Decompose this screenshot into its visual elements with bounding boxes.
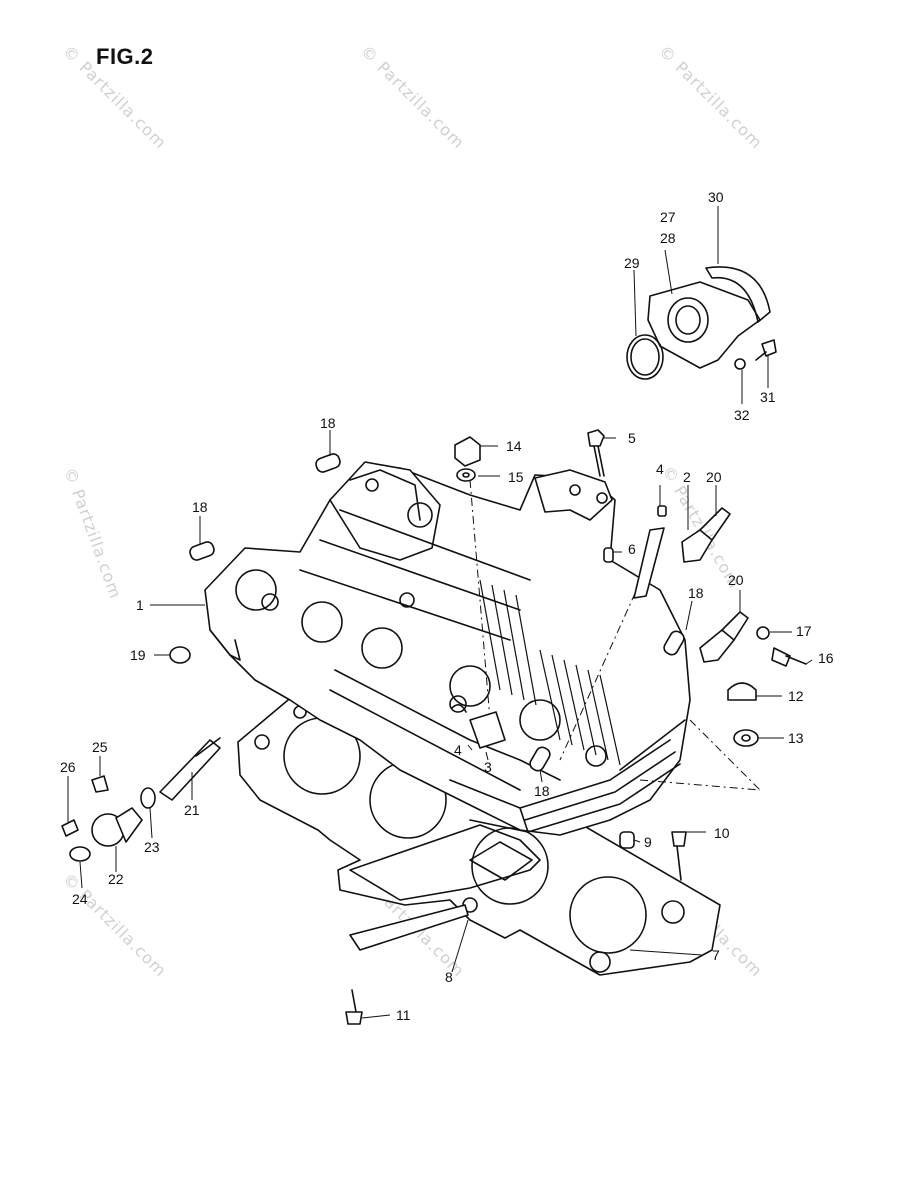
- callout-labels: 1 2 3 4 4 5 6 7 8 9 10 11 12 13 14 15 16…: [60, 189, 834, 1023]
- callout-8: 8: [445, 969, 453, 985]
- callout-26: 26: [60, 759, 76, 775]
- callout-1: 1: [136, 597, 144, 613]
- callout-18-left: 18: [192, 499, 208, 515]
- watermark: © Partzilla.com: [59, 41, 170, 152]
- callout-19: 19: [130, 647, 146, 663]
- callout-6: 6: [628, 541, 636, 557]
- callout-31: 31: [760, 389, 776, 405]
- callout-3: 3: [484, 759, 492, 775]
- watermark: © Partzilla.com: [655, 41, 766, 152]
- leader-lines: [67, 206, 813, 1019]
- cooling-fins: [479, 579, 621, 766]
- callout-18-right: 18: [688, 585, 704, 601]
- callout-24: 24: [72, 891, 88, 907]
- callout-18-top: 18: [320, 415, 336, 431]
- callout-29: 29: [624, 255, 640, 271]
- callout-2: 2: [683, 469, 691, 485]
- callout-16: 16: [818, 650, 834, 666]
- callout-22: 22: [108, 871, 124, 887]
- callout-25: 25: [92, 739, 108, 755]
- watermark: © Partzilla.com: [357, 41, 468, 152]
- callout-14: 14: [506, 438, 522, 454]
- callout-30: 30: [708, 189, 724, 205]
- callout-15: 15: [508, 469, 524, 485]
- callout-4-lower: 4: [454, 742, 462, 758]
- callout-20-lower: 20: [728, 572, 744, 588]
- callout-17: 17: [796, 623, 812, 639]
- callout-7: 7: [712, 947, 720, 963]
- callout-10: 10: [714, 825, 730, 841]
- callout-4-upper: 4: [656, 461, 664, 477]
- small-parts: [61, 266, 807, 1025]
- callout-13: 13: [788, 730, 804, 746]
- callout-5: 5: [628, 430, 636, 446]
- callout-12: 12: [788, 688, 804, 704]
- callout-11: 11: [396, 1007, 411, 1023]
- watermark: © Partzilla.com: [60, 465, 125, 602]
- callout-32: 32: [734, 407, 750, 423]
- callout-21: 21: [184, 802, 200, 818]
- callout-28: 28: [660, 230, 676, 246]
- callout-9: 9: [644, 834, 652, 850]
- cylinder-head-drawing: [204, 461, 761, 836]
- callout-20-upper: 20: [706, 469, 722, 485]
- callout-27: 27: [660, 209, 676, 225]
- callout-18-bottom: 18: [534, 783, 550, 799]
- head-gasket-drawing: [237, 683, 721, 976]
- callout-23: 23: [144, 839, 160, 855]
- figure-title: FIG.2: [96, 44, 154, 69]
